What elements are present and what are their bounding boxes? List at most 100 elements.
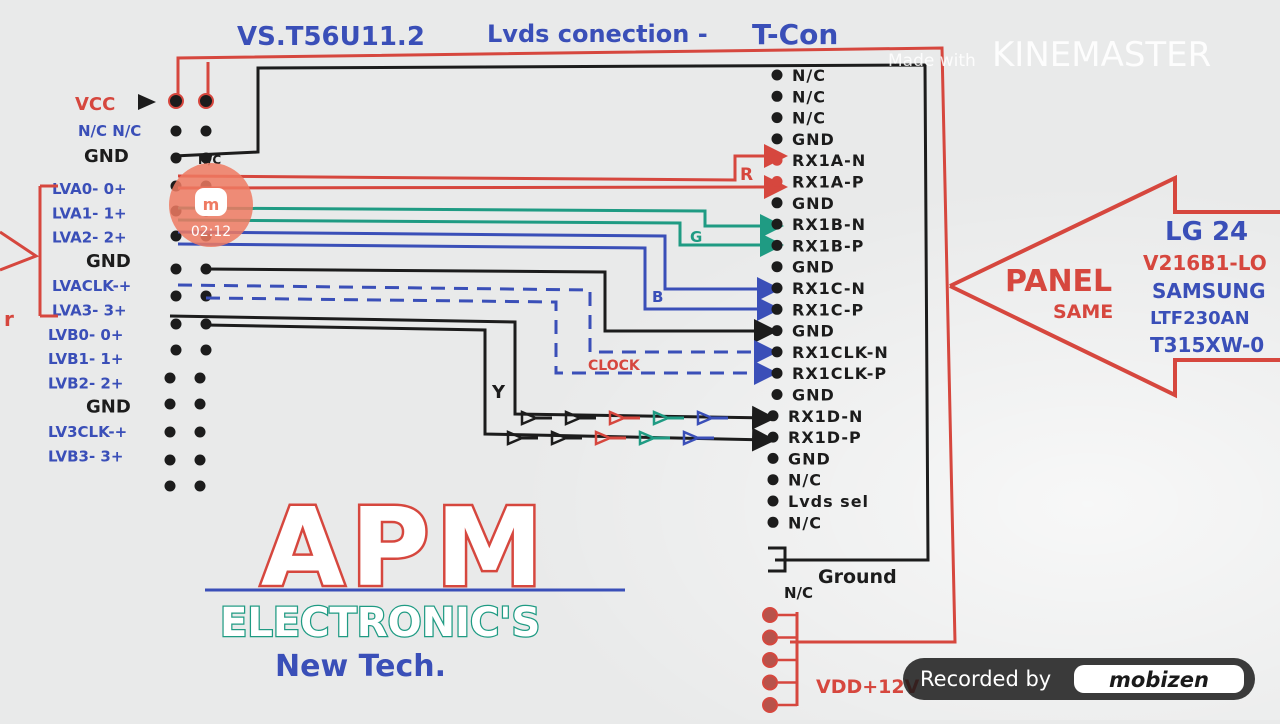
vdd-label: VDD+12V	[816, 676, 920, 698]
label-b: B	[652, 288, 663, 306]
left-pin	[170, 125, 182, 137]
lane-arrow-icon	[638, 430, 658, 446]
vdd-pin	[762, 652, 778, 668]
right-pin	[767, 452, 779, 464]
right-pin	[771, 90, 783, 102]
right-pin	[771, 218, 783, 230]
right-pin	[771, 325, 783, 337]
nc-pair-label: N/C N/C	[78, 122, 141, 140]
wire-green-p	[177, 218, 784, 257]
record-timer: 02:12	[191, 224, 231, 240]
left-signal-label: LVB3- 3+	[48, 447, 123, 465]
lane-arrow-icon	[696, 410, 716, 426]
panel-model: LG 24	[1165, 217, 1248, 247]
left-signal-label: LVA1- 1+	[52, 204, 127, 222]
m-record-glyph: m	[203, 195, 220, 214]
right-pin	[771, 176, 783, 187]
bottom-nc-label: N/C	[784, 584, 813, 602]
header-target: T-Con	[752, 18, 838, 51]
panel-arrow: PANEL SAME LG 24V216B1-LOSAMSUNGLTF230AN…	[949, 174, 1280, 399]
vcc-red-loop	[176, 46, 957, 644]
right-pin	[771, 197, 783, 209]
right-pin-label: RX1CLK-N	[792, 343, 889, 362]
lane-arrow-icon	[652, 410, 672, 426]
logo-brand: APM	[261, 486, 549, 611]
lane-arrow-icon	[564, 410, 584, 426]
watermark-prefix: Made with	[888, 51, 976, 71]
left-signal-label: LVB1- 1+	[48, 350, 123, 368]
left-pin	[200, 318, 212, 330]
wire-clock-n	[177, 283, 778, 364]
wire-d-p	[205, 323, 776, 452]
right-pin-column: N/CN/CN/CGNDRX1A-NRX1A-PGNDRX1B-NRX1B-PG…	[767, 66, 889, 532]
left-signal-label: LVB0- 0+	[48, 326, 123, 344]
left-signal-label: LVA2- 2+	[52, 229, 127, 247]
left-signal-label: LVB2- 2+	[48, 374, 123, 392]
left-pin	[170, 344, 182, 356]
left-signal-label: GND	[86, 397, 131, 418]
panel-model: V216B1-LO	[1143, 251, 1267, 275]
right-pin-label: RX1C-N	[792, 279, 866, 298]
left-pin	[164, 398, 176, 410]
right-pin-label: N/C	[792, 109, 826, 128]
label-r: R	[740, 165, 753, 185]
right-pin-label: RX1A-N	[792, 151, 866, 170]
lane-arrow-icon	[550, 430, 570, 446]
left-pin	[168, 93, 184, 109]
watermark: Made with KINEMASTER	[888, 35, 1211, 75]
right-pin-label: N/C	[792, 66, 826, 85]
header-model: VS.T56U11.2	[237, 22, 425, 52]
header-title: Lvds conection -	[487, 20, 708, 48]
left-signal-label: LVA3- 3+	[52, 302, 127, 320]
right-pin	[771, 389, 783, 400]
vdd-pin-group	[762, 607, 797, 713]
panel-model: T315XW-0	[1150, 333, 1264, 357]
d-lane-arrows	[506, 410, 728, 446]
left-arrow-fragment	[0, 230, 40, 272]
m-record-icon	[195, 188, 227, 216]
right-pin-label: GND	[792, 386, 835, 405]
gnd-label: GND	[84, 146, 129, 167]
ground-black-loop	[173, 63, 930, 562]
right-pin	[771, 282, 783, 294]
wire-clock-p	[205, 296, 778, 385]
left-pin	[170, 263, 182, 275]
left-signal-labels: LVA0- 0+LVA1- 1+LVA2- 2+GNDLVACLK-+LVA3-…	[48, 180, 131, 465]
left-pin	[194, 454, 206, 466]
left-signal-label: LV3CLK-+	[48, 423, 127, 441]
right-pin-label: N/C	[792, 87, 826, 106]
panel-title: PANEL	[1005, 264, 1112, 299]
wire-gnd	[205, 267, 778, 343]
right-pin-label: RX1D-P	[788, 428, 862, 447]
right-pin-label: RX1A-P	[792, 173, 865, 192]
wire-blue-p	[177, 242, 781, 321]
right-pin	[767, 410, 779, 422]
apm-logo: APM ELECTRONIC'S New Tech.	[205, 484, 625, 684]
wire-red-p	[177, 175, 788, 200]
vcc-label: VCC	[75, 94, 115, 115]
recorder-brand-plate	[1074, 665, 1244, 693]
record-timer-widget[interactable]: m 02:12	[169, 163, 253, 247]
wire-d-n	[169, 314, 776, 430]
left-pin	[194, 372, 206, 384]
left-pin	[164, 372, 176, 384]
left-pin	[200, 290, 212, 302]
right-pin	[771, 133, 783, 145]
vdd-pin	[762, 674, 778, 691]
wire-red-n	[177, 144, 788, 182]
left-bracket	[38, 184, 58, 318]
wire-blue-n	[177, 230, 781, 301]
left-pin	[170, 290, 182, 302]
left-pin	[200, 125, 212, 137]
left-pin	[200, 344, 212, 356]
right-pin	[771, 303, 783, 315]
lane-arrow-icon	[506, 430, 526, 446]
right-pin	[767, 474, 779, 486]
right-pin	[771, 346, 783, 358]
right-pin	[771, 112, 783, 124]
label-y: Y	[491, 382, 506, 403]
signal-wires: R G B CLOCK Y	[169, 144, 788, 452]
